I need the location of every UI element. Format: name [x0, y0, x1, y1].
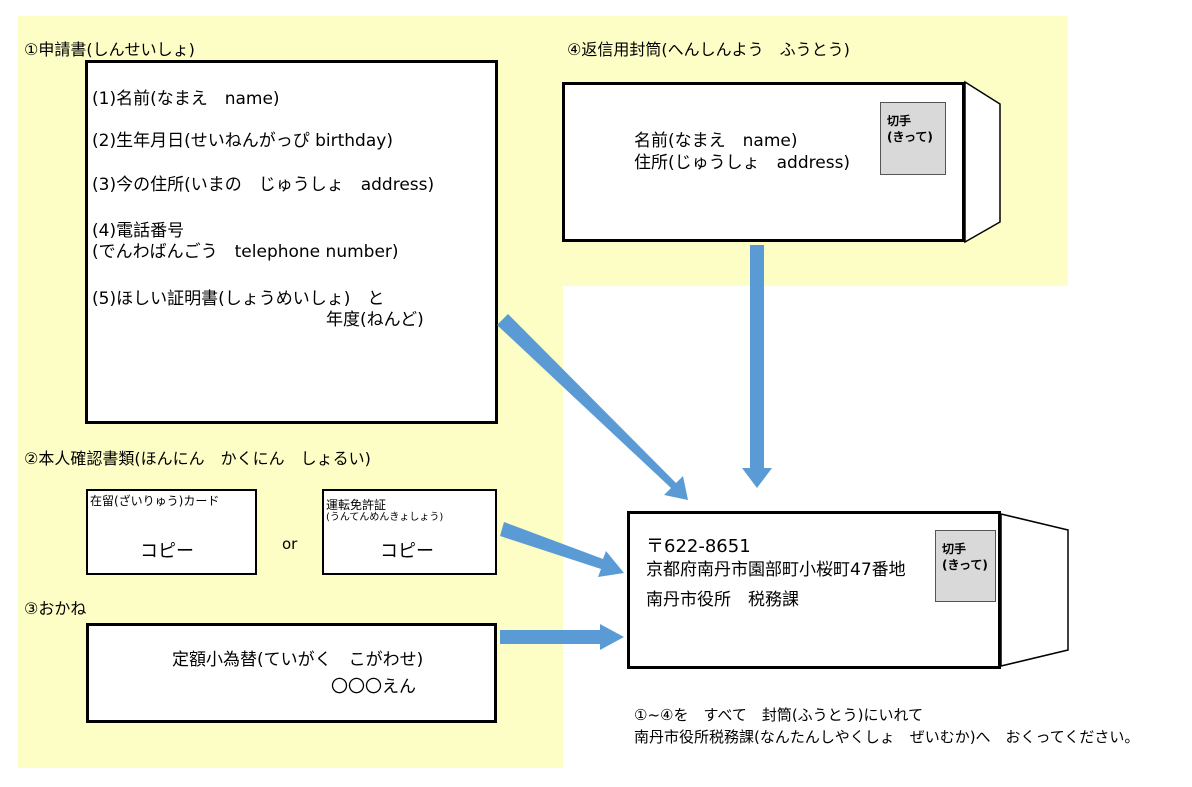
residence-card-box [86, 489, 257, 575]
destination-stamp: 切手 (きって) [935, 530, 996, 602]
destination-stamp-reading: (きって) [942, 558, 988, 573]
arrow-id-to-envelope [500, 522, 624, 577]
return-stamp-label: 切手 [887, 114, 912, 128]
residence-card-label: 在留(ざいりゅう)カード [90, 494, 220, 508]
destination-envelope-flap [1000, 513, 1069, 667]
form-item-certificate: (5)ほしい証明書(しょうめいしょ) と [92, 289, 385, 309]
arrow-return-envelope-down [742, 245, 772, 488]
destination-office: 南丹市役所 税務課 [646, 590, 799, 610]
drivers-license-label: 運転免許証 [326, 498, 387, 512]
destination-stamp-label: 切手 [942, 542, 967, 556]
residence-card-copy: コピー [140, 541, 194, 562]
section3-title: ③おかね [24, 599, 87, 618]
money-order-box [86, 623, 497, 723]
section1-title: ①申請書(しんせいしょ) [24, 40, 195, 59]
return-stamp-reading: (きって) [887, 130, 933, 145]
drivers-license-box [322, 489, 497, 575]
form-item-name: (1)名前(なまえ name) [92, 89, 280, 109]
return-envelope-address: 住所(じゅうしょ address) [634, 153, 851, 173]
arrow-form-to-envelope [497, 314, 688, 500]
destination-postal-code: 〒622-8651 [646, 536, 751, 557]
return-envelope-flap [964, 80, 1001, 244]
destination-address: 京都府南丹市園部町小桜町47番地 [646, 560, 906, 580]
form-item-fiscal-year: 年度(ねんど) [326, 310, 424, 330]
money-order-label: 定額小為替(ていがく こがわせ) [172, 650, 424, 670]
instruction-line-1: ①~④を すべて 封筒(ふうとう)にいれて [634, 706, 924, 724]
section4-title: ④返信用封筒(へんしんよう ふうとう) [567, 40, 850, 59]
application-form-box [85, 60, 498, 424]
form-item-address: (3)今の住所(いまの じゅうしょ address) [92, 175, 435, 195]
drivers-license-reading: (うんてんめんきょしょう) [326, 512, 444, 523]
section2-title: ②本人確認書類(ほんにん かくにん しょるい) [24, 449, 371, 468]
instruction-line-2: 南丹市役所税務課(なんたんしやくしょ ぜいむか)へ おくってください。 [634, 728, 1140, 746]
money-order-amount: 〇〇〇えん [331, 677, 416, 697]
form-item-phone-reading: (でんわばんごう telephone number) [92, 242, 399, 262]
return-envelope-name: 名前(なまえ name) [634, 131, 798, 151]
drivers-license-copy: コピー [380, 541, 434, 562]
return-envelope-stamp: 切手 (きって) [880, 102, 946, 175]
or-label: or [282, 535, 298, 553]
arrow-money-to-envelope [500, 624, 624, 650]
form-item-birthday: (2)生年月日(せいねんがっぴ birthday) [92, 131, 393, 151]
form-item-phone: (4)電話番号 [92, 221, 185, 241]
